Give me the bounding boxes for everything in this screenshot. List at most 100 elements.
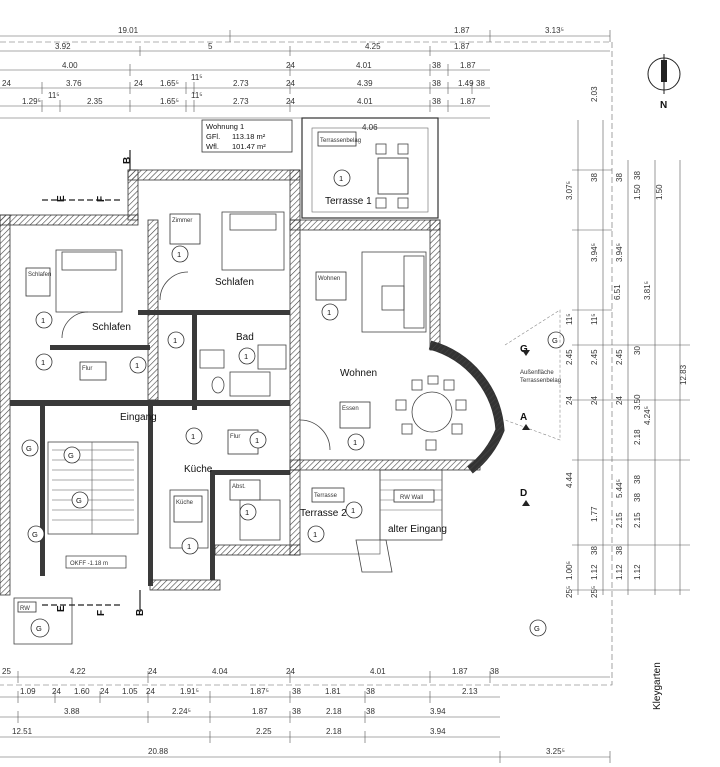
info-wfl-label: Wfl.	[206, 142, 219, 151]
dim-top-23: 38	[476, 79, 485, 88]
stairwell: G G G G OKFF -1.18 m	[21, 439, 139, 569]
north-arrow: N	[647, 54, 681, 111]
dim-right-36: 1.50	[655, 184, 664, 200]
dim-bot-22: 2.24⁵	[172, 707, 191, 716]
dim-bot-4: 4.04	[212, 667, 228, 676]
dim-right-21: 2.45	[615, 349, 624, 365]
terrace-2: Terrasse 1 Terrasse 2 1	[299, 469, 381, 555]
room-eingang: Eingang	[120, 412, 157, 423]
section-e-top: E	[56, 195, 67, 202]
dim-top-9: 24	[286, 61, 295, 70]
dim-top-29: 2.73	[233, 97, 249, 106]
dim-right-19: 38	[615, 173, 624, 182]
dim-top-6: 4.25	[365, 42, 381, 51]
section-a: A	[520, 412, 527, 423]
kitchen-card: Flur	[230, 434, 240, 440]
section-b-top: B	[122, 157, 133, 164]
bedroom-left: Schlafen 1 Schlafen	[25, 249, 131, 339]
dim-bot-32: 20.88	[148, 747, 169, 756]
dim-right-3: 2.45	[565, 349, 574, 365]
dim-right-24: 38	[633, 493, 642, 502]
unit-tag-storage: 1	[245, 508, 249, 517]
dim-right-13: 2.45	[590, 349, 599, 365]
unit-tag-kueche: 1	[187, 542, 191, 551]
dim-top-24: 1.29⁵	[22, 97, 41, 106]
dim-top-30: 24	[286, 97, 295, 106]
section-markers: B B E F E F G A D	[42, 150, 530, 616]
info-gfl-value: 113.18 m²	[232, 132, 266, 141]
room-bad: Bad	[236, 332, 254, 343]
garage-tag-2: G	[26, 444, 32, 453]
dim-right-35: 1.12	[633, 564, 642, 580]
dim-right-5: 4.44	[565, 472, 574, 488]
dim-top-25: 11⁵	[48, 91, 60, 100]
dim-bot-25: 2.18	[326, 707, 342, 716]
dim-right-28: 1.50	[633, 184, 642, 200]
room-terrasse-1: Terrasse 1	[325, 196, 372, 207]
unit-tag-corridor: 1	[173, 336, 177, 345]
garage-tag-4: G	[32, 530, 38, 539]
garage-tag-6: G	[552, 336, 558, 345]
entrance-kitchen: Eingang Flur 1 1 Küche Küche 1	[120, 412, 331, 555]
dim-bot-6: 4.01	[370, 667, 386, 676]
info-wfl-value: 101.47 m²	[232, 142, 266, 151]
dim-right-33: 38	[633, 475, 642, 484]
outdoor-tags: G G Außenfläche Terrassenbelag	[504, 309, 565, 637]
section-e-bottom: E	[56, 605, 67, 612]
unit-tag-terrace1: 1	[339, 174, 343, 183]
unit-tag-terrace2: 1	[351, 506, 355, 515]
dim-top-2: 1.87	[454, 26, 470, 35]
dining-card: Essen	[342, 406, 359, 412]
dim-top-31: 4.01	[357, 97, 373, 106]
dim-bot-21: 3.88	[64, 707, 80, 716]
corridor-card: Flur	[82, 366, 92, 372]
dim-right-31: 4.24⁵	[643, 406, 652, 425]
right-dimensions	[572, 120, 690, 595]
dim-top-8: 4.00	[62, 61, 78, 70]
dim-right-23: 5.44⁵	[615, 479, 624, 498]
info-title: Wohnung 1	[206, 122, 244, 131]
dim-bot-26: 38	[366, 707, 375, 716]
bedroom-top: Zimmer 1 Schlafen	[159, 211, 285, 301]
dim-bot-18: 1.81	[325, 687, 341, 696]
unit-tag-bedroom-left: 1	[41, 316, 45, 325]
dim-top-3: 3.13⁵	[545, 26, 564, 35]
dim-right-17: 1.12	[590, 564, 599, 580]
terrace2-card: Terrasse	[314, 493, 338, 499]
garage-tag-7: G	[534, 624, 540, 633]
unit-tag-flur: 1	[135, 361, 139, 370]
storage: Abst. 1	[229, 479, 281, 541]
room-schlafen-top: Schlafen	[215, 277, 254, 288]
kueche-card: Küche	[176, 500, 194, 506]
living-card: Wohnen	[318, 276, 340, 282]
dim-top-15: 24	[134, 79, 143, 88]
dim-top-26: 2.35	[87, 97, 103, 106]
unit-tag-bedroom-top: 1	[177, 250, 181, 259]
terrace-1: Terrassenbelag 1 Terrasse 1 4.06	[301, 117, 439, 219]
old-entrance: RW Wall alter Eingang	[355, 469, 447, 573]
dim-top-4: 3.92	[55, 42, 71, 51]
dim-bot-27: 3.94	[430, 707, 446, 716]
dim-right-30: 3.81⁵	[643, 281, 652, 300]
dim-bot-1: 25	[2, 667, 11, 676]
dim-right-22: 24	[615, 396, 624, 405]
top-dimensions: 19.01 1.87 3.13⁵ 3.92 5 4.25 1.87 4.00 2…	[0, 26, 611, 119]
dim-top-19: 24	[286, 79, 295, 88]
dim-bot-7: 1.87	[452, 667, 468, 676]
north-label: N	[660, 100, 667, 111]
section-b-bottom: B	[135, 609, 146, 616]
dim-right-32: 2.18	[633, 429, 642, 445]
dim-top-33: 1.87	[460, 97, 476, 106]
dim-right-18: 25⁵	[590, 586, 599, 598]
dim-top-27: 1.65⁵	[160, 97, 179, 106]
living-room: Wohnen 1 Wohnen Essen 1	[315, 251, 467, 451]
dim-right-2: 11⁵	[565, 313, 574, 325]
section-g: G	[520, 344, 528, 355]
dim-right-34: 2.15	[633, 512, 642, 528]
dim-bot-24: 38	[292, 707, 301, 716]
dim-bot-10: 24	[52, 687, 61, 696]
dim-bot-3: 24	[148, 667, 157, 676]
dim-right-12: 11⁵	[590, 313, 599, 325]
bathroom: Bad 1	[199, 332, 287, 397]
